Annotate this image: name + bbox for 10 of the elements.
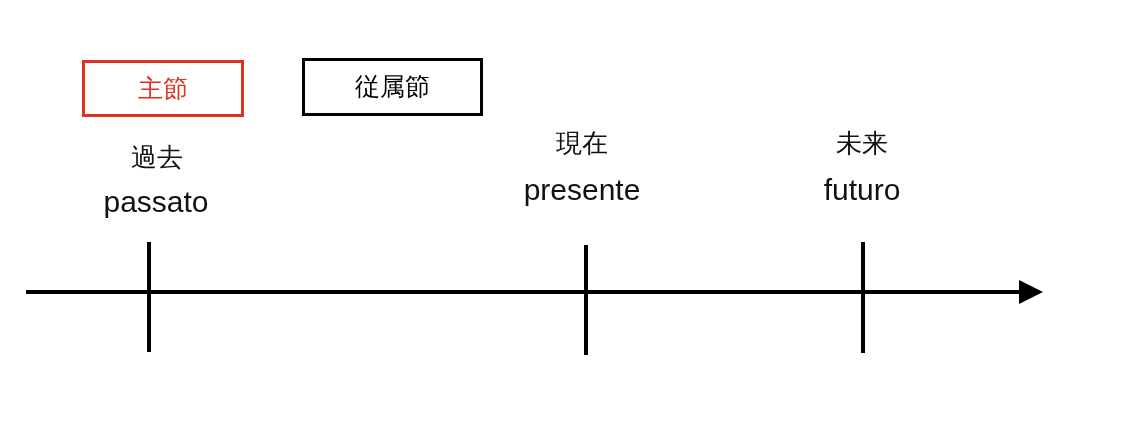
time-label-japanese: 過去 — [131, 142, 183, 172]
clause-label: 従属節 — [355, 73, 430, 101]
time-label-italian: presente — [523, 172, 641, 206]
time-label-japanese: 未来 — [836, 128, 888, 158]
time-label-italian: futuro — [823, 172, 901, 206]
clause-label: 主節 — [138, 74, 188, 103]
text-box — [82, 60, 244, 117]
text-box — [302, 58, 483, 116]
time-label-italian: passato — [103, 184, 209, 218]
time-label-japanese: 現在 — [556, 128, 608, 158]
